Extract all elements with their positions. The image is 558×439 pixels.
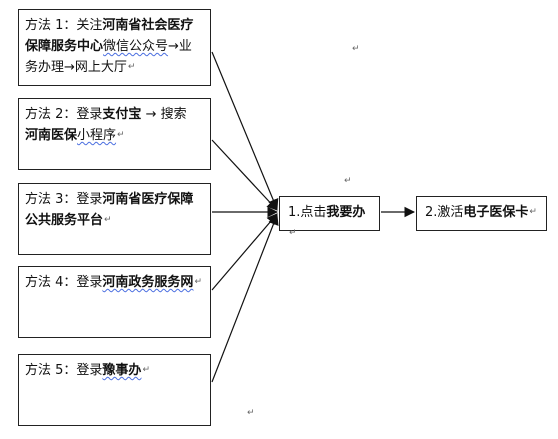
paragraph-mark: ↵ bbox=[104, 215, 112, 225]
paragraph-mark: ↵ bbox=[127, 62, 136, 72]
step-1-prefix: 1.点击 bbox=[288, 205, 327, 220]
method-3-platform: 河南省医疗保障公共服务平台 bbox=[25, 192, 194, 228]
paragraph-mark: ↵ bbox=[352, 44, 360, 54]
method-1-text: 关注 bbox=[76, 18, 103, 33]
method-5-text: 登录 bbox=[76, 363, 103, 378]
method-1-path: →业务办理→网上大厅 bbox=[25, 39, 192, 75]
paragraph-mark: ↵ bbox=[194, 277, 202, 287]
method-2-henan-medical: 河南医保 bbox=[25, 128, 78, 143]
arrow-method1-to-step1 bbox=[211, 51, 279, 210]
step-1-box: 1.点击我要办 ↵ bbox=[279, 196, 380, 238]
arrow-method4-to-step1 bbox=[211, 213, 278, 291]
method-5-box: 方法 5：登录豫事办↵ bbox=[18, 354, 211, 426]
paragraph-mark: ↵ bbox=[117, 130, 125, 140]
method-4-gov-service: 河南政务服务网 bbox=[102, 275, 194, 290]
paragraph-mark: ↵ bbox=[142, 365, 150, 375]
method-3-box: 方法 3：登录河南省医疗保障公共服务平台↵ bbox=[18, 183, 211, 255]
arrow-method5-to-step1 bbox=[211, 213, 279, 383]
method-2-text: 登录 bbox=[76, 107, 103, 122]
step-1-action: 我要办 bbox=[326, 205, 366, 220]
method-5-yushiban: 豫事办 bbox=[102, 363, 142, 378]
paragraph-mark: ↵ bbox=[289, 228, 297, 238]
method-4-text: 登录 bbox=[76, 275, 103, 290]
step-2-card: 电子医保卡 bbox=[463, 205, 529, 220]
arrow-method2-to-step1 bbox=[211, 139, 278, 211]
method-1-prefix: 方法 1： bbox=[25, 18, 77, 33]
paragraph-mark: ↵ bbox=[529, 207, 537, 217]
method-1-org: 河南省社会医疗保障服务中心 bbox=[25, 18, 194, 54]
method-4-box: 方法 4：登录河南政务服务网↵ bbox=[18, 266, 211, 338]
method-1-wechat: 微信公众号 bbox=[103, 39, 169, 54]
step-2-box: 2.激活电子医保卡↵ bbox=[416, 196, 547, 231]
method-3-prefix: 方法 3： bbox=[25, 192, 77, 207]
method-3-text: 登录 bbox=[76, 192, 103, 207]
method-2-search: → 搜索 bbox=[141, 107, 187, 122]
method-2-mini-program: 小程序 bbox=[77, 128, 117, 143]
method-2-box: 方法 2：登录支付宝 → 搜索河南医保小程序↵ bbox=[18, 98, 211, 170]
method-2-prefix: 方法 2： bbox=[25, 107, 77, 122]
method-5-prefix: 方法 5： bbox=[25, 363, 77, 378]
step-2-prefix: 2.激活 bbox=[425, 205, 464, 220]
method-1-box: 方法 1：关注河南省社会医疗保障服务中心微信公众号→业务办理→网上大厅↵ bbox=[18, 9, 211, 86]
paragraph-mark: ↵ bbox=[344, 176, 352, 186]
method-2-alipay: 支付宝 bbox=[102, 107, 142, 122]
paragraph-mark: ↵ bbox=[247, 408, 255, 418]
method-4-prefix: 方法 4： bbox=[25, 275, 77, 290]
